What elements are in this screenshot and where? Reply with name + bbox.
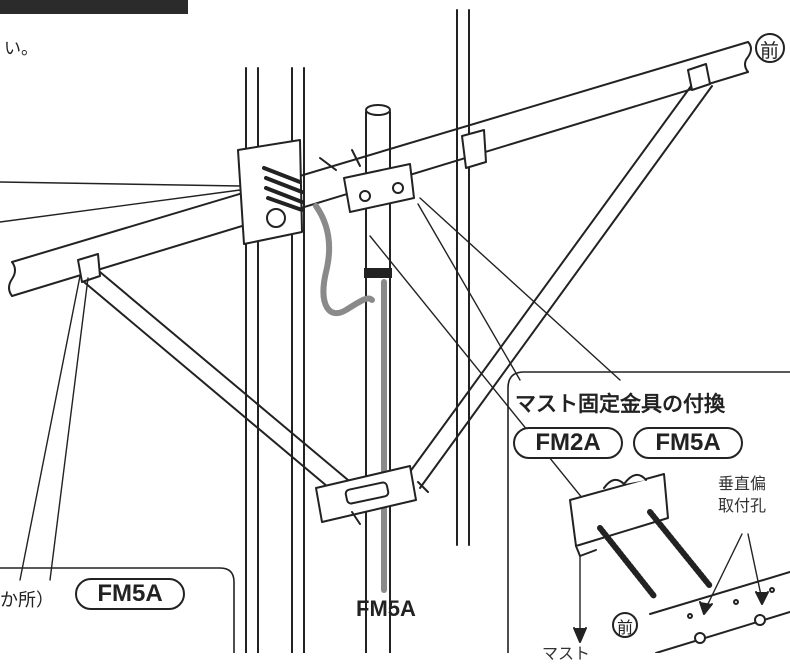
- intro-text-fragment: い。: [4, 39, 38, 59]
- element-clip-mid: [461, 129, 487, 169]
- left-callout-box: [0, 567, 235, 653]
- badge-fm2a: FM2A: [513, 427, 623, 459]
- coax-cable: [313, 203, 387, 593]
- feed-box: [237, 139, 304, 245]
- mast-bracket-top: [319, 149, 415, 213]
- brace-left: [83, 271, 349, 493]
- vertical-polarization-note: 垂直偏: [718, 474, 767, 493]
- right-callout-box: [507, 371, 790, 653]
- header-bar: [0, 0, 188, 14]
- front-marker-top: 前: [760, 40, 780, 62]
- element-clip-left-end: [77, 253, 101, 283]
- left-callout-text: か所）: [0, 590, 54, 611]
- front-marker-inset: 前: [617, 618, 634, 637]
- boom-bar: [8, 41, 752, 297]
- callout-title: マスト固定金具の付換: [515, 392, 725, 416]
- badge-fm5a-callout: FM5A: [633, 427, 743, 459]
- front-marker-inset-circle: [612, 612, 638, 638]
- element-clip-right-end: [687, 63, 711, 91]
- model-label: FM5A: [356, 596, 416, 621]
- mast-label-fragment: マスト: [542, 644, 591, 663]
- front-marker-top-circle: [755, 33, 785, 63]
- mounting-hole-note: 取付孔: [718, 496, 767, 515]
- lower-clamp: [315, 465, 429, 525]
- inset-mast-bracket: [569, 473, 713, 643]
- leader-lines: [0, 181, 621, 581]
- badge-fm5a-left: FM5A: [75, 578, 185, 610]
- vertical-element-right: [456, 9, 470, 546]
- inset-boom-section: [649, 533, 790, 653]
- brace-right: [403, 81, 713, 489]
